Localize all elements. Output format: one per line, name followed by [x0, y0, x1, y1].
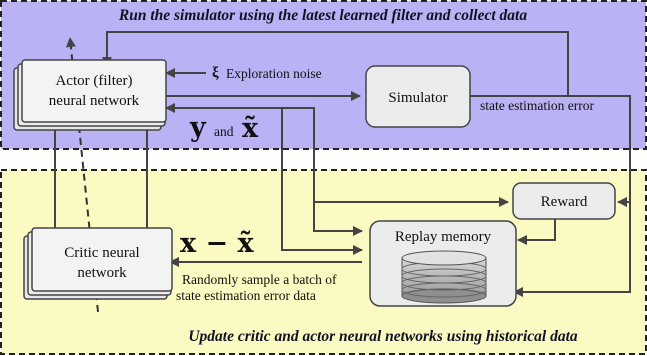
critic-label-line2: network — [77, 265, 127, 281]
disk-stack-icon — [401, 250, 487, 304]
simulator-box: Simulator — [365, 65, 471, 128]
actor-label-line1: Actor (filter) — [55, 73, 132, 89]
replay-memory-label: Replay memory — [395, 229, 492, 245]
reward-box: Reward — [512, 182, 616, 220]
top-region-title: Run the simulator using the latest learn… — [118, 7, 527, 24]
simulator-label: Simulator — [388, 90, 447, 106]
xi-symbol: ξ — [212, 65, 219, 81]
critic-network-box: Critic neural network — [23, 227, 173, 300]
reward-label: Reward — [541, 194, 588, 210]
sample-batch-label-line1: Randomly sample a batch of — [182, 272, 337, 287]
x-minus-x-tilde-label: x − x̃ — [180, 228, 255, 259]
bottom-region-title: Update critic and actor neural networks … — [188, 328, 578, 345]
exploration-noise-label: Exploration noise — [226, 66, 322, 81]
y-and-x-tilde-label: y and x̃ — [189, 112, 259, 144]
actor-label-line2: neural network — [49, 93, 140, 109]
sample-batch-label-line2: state estimation error data — [176, 288, 316, 303]
svg-text:and: and — [214, 124, 234, 139]
critic-label-line1: Critic neural — [64, 245, 139, 261]
svg-text:y: y — [189, 112, 207, 143]
state-estimation-error-label: state estimation error — [480, 98, 594, 113]
actor-network-box: Actor (filter) neural network — [13, 59, 167, 131]
svg-text:x̃: x̃ — [242, 113, 259, 144]
replay-memory-box: Replay memory — [369, 220, 517, 307]
